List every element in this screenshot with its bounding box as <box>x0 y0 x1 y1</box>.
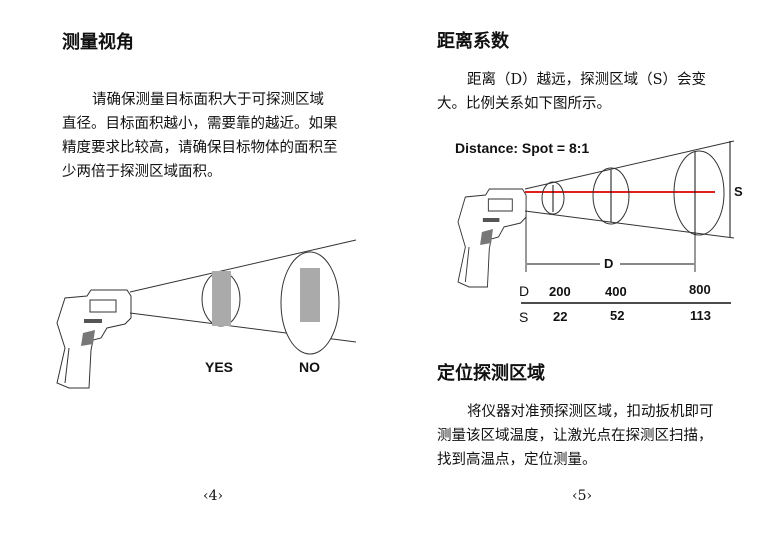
section-title-positioning: 定位探测区域 <box>437 363 545 384</box>
paragraph-line: 请确保测量目标面积大于可探测区域 <box>92 92 324 108</box>
paragraph-line: 直径。目标面积越小，需要靠的越近。如果 <box>62 116 338 132</box>
positioning-paragraph: 将仪器对准预探测区域，扣动扳机即可 测量该区域温度，让激光点在探测区扫描， 找到… <box>437 400 767 472</box>
table-cell: 800 <box>689 282 711 297</box>
right-page-paragraph: 距离（D）越远，探测区域（S）会变 大。比例关系如下图所示。 <box>437 68 757 116</box>
table-cell: 200 <box>549 284 571 299</box>
table-cell: 400 <box>605 284 627 299</box>
viewing-angle-illustration <box>56 239 357 389</box>
d-dimension-label: D <box>604 256 614 271</box>
paragraph-line: 大。比例关系如下图所示。 <box>437 96 611 112</box>
table-cell: 22 <box>553 309 568 324</box>
paragraph-line: 测量该区域温度，让激光点在探测区扫描， <box>437 428 713 444</box>
left-page-paragraph: 请确保测量目标面积大于可探测区域 直径。目标面积越小，需要靠的越近。如果 精度要… <box>62 88 382 184</box>
distance-spot-diagram <box>457 140 735 304</box>
table-cell: 113 <box>690 308 711 323</box>
paragraph-line: 将仪器对准预探测区域，扣动扳机即可 <box>467 404 714 420</box>
no-label: NO <box>299 359 320 375</box>
table-cell: 52 <box>610 308 625 323</box>
paragraph-line: 找到高温点，定位测量。 <box>437 452 597 468</box>
ratio-label: Distance: Spot = 8:1 <box>455 140 590 156</box>
paragraph-line: 精度要求比较高，请确保目标物体的面积至 <box>62 140 338 156</box>
s-dimension-label: S <box>734 184 743 199</box>
page-number-right: ‹5› <box>572 488 593 504</box>
row-label-s: S <box>519 309 529 325</box>
row-label-d: D <box>519 283 530 299</box>
paragraph-line: 少两倍于探测区域面积。 <box>62 164 222 180</box>
left-page-title: 测量视角 <box>62 32 134 53</box>
right-page-title: 距离系数 <box>437 31 509 52</box>
page-number-left: ‹4› <box>203 488 224 504</box>
paragraph-line: 距离（D）越远，探测区域（S）会变 <box>467 72 707 88</box>
yes-label: YES <box>205 359 234 375</box>
